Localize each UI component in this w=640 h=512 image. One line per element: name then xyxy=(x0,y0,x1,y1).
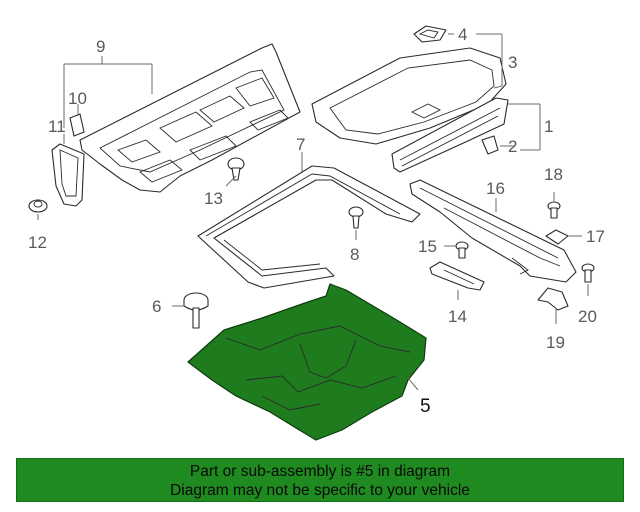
callout-2: 2 xyxy=(508,137,517,156)
part-5-floor-trim-highlighted xyxy=(187,283,427,441)
part-2-clip xyxy=(481,135,499,155)
callout-15: 15 xyxy=(418,237,437,256)
callout-11: 11 xyxy=(48,117,66,136)
callout-4: 4 xyxy=(458,25,467,44)
callout-labels: 9 10 11 12 13 7 8 4 3 1 2 16 18 17 15 14… xyxy=(28,25,605,417)
part-8-push-pin xyxy=(348,206,364,229)
part-10-clip xyxy=(69,113,85,137)
part-9-trim-panel xyxy=(79,43,301,193)
callout-10: 10 xyxy=(68,89,87,108)
part-19-bracket xyxy=(537,287,569,311)
part-14-bracket xyxy=(429,261,485,291)
part-12-nut xyxy=(28,199,48,213)
banner-line-1: Part or sub-assembly is #5 in diagram xyxy=(189,463,451,480)
part-17-nut xyxy=(545,229,569,245)
callout-8: 8 xyxy=(350,245,359,264)
callout-12: 12 xyxy=(28,233,47,252)
callout-9: 9 xyxy=(96,37,105,56)
part-11-side-bracket xyxy=(51,143,85,207)
part-4-handle xyxy=(413,25,447,43)
callout-3: 3 xyxy=(508,53,517,72)
parts-diagram: 9 10 11 12 13 7 8 4 3 1 2 16 18 17 15 14… xyxy=(28,25,605,441)
callout-17: 17 xyxy=(586,227,605,246)
callout-1: 1 xyxy=(544,117,553,136)
callout-20: 20 xyxy=(578,307,597,326)
callout-6: 6 xyxy=(152,297,161,316)
part-16-side-rail xyxy=(409,179,577,283)
callout-7: 7 xyxy=(296,135,305,154)
leader-lines xyxy=(37,33,589,391)
part-1-sill-plate xyxy=(391,97,509,173)
callout-13: 13 xyxy=(204,189,223,208)
part-15-bolt xyxy=(455,241,469,259)
part-18-bolt xyxy=(547,201,561,219)
callout-14: 14 xyxy=(448,307,467,326)
banner-line-2: Diagram may not be specific to your vehi… xyxy=(170,482,470,499)
part-7-frame xyxy=(197,165,421,289)
part-20-bolt xyxy=(581,263,595,283)
part-13-push-clip xyxy=(227,157,245,181)
part-6-adjuster xyxy=(183,292,209,329)
callout-16: 16 xyxy=(486,179,505,198)
callout-18: 18 xyxy=(544,165,563,184)
callout-5: 5 xyxy=(420,396,431,417)
info-banner: Part or sub-assembly is #5 in diagram Di… xyxy=(16,458,624,502)
callout-19: 19 xyxy=(546,333,565,352)
